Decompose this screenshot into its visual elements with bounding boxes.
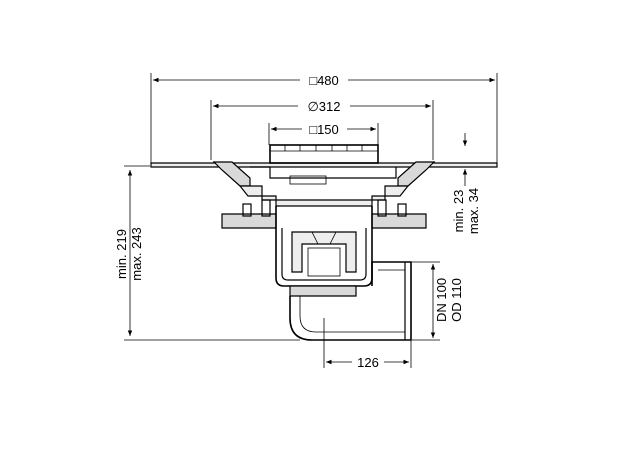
dimension-label-adjust-max: max. 34: [466, 188, 481, 234]
dimension-label-od: OD 110: [449, 278, 464, 322]
dimension-label-480: □480: [309, 73, 339, 88]
grating: [269, 144, 379, 164]
dimension-label-126: 126: [357, 355, 379, 370]
odour-trap: [291, 231, 357, 273]
outlet-elbow: [289, 261, 412, 341]
drain-body: [150, 144, 498, 341]
flange-plate: [150, 162, 498, 168]
dimension-outlet-offset: 126: [323, 318, 412, 370]
dimension-grate-150: □150: [268, 122, 379, 145]
dimension-width-480: □480: [150, 73, 498, 165]
dimension-label-dn: DN 100: [434, 278, 449, 322]
dimension-label-312: ∅312: [307, 99, 340, 114]
dimension-label-height-max: max. 243: [129, 227, 144, 280]
dimension-diameter-312: ∅312: [210, 99, 434, 160]
dimension-label-height-min: min. 219: [114, 229, 129, 279]
dimension-outlet-diameter: DN 100 OD 110: [412, 261, 464, 341]
dimension-label-150: □150: [309, 122, 339, 137]
dimension-height-total: min. 219 max. 243: [114, 165, 300, 341]
dimension-label-adjust-min: min. 23: [451, 190, 466, 233]
